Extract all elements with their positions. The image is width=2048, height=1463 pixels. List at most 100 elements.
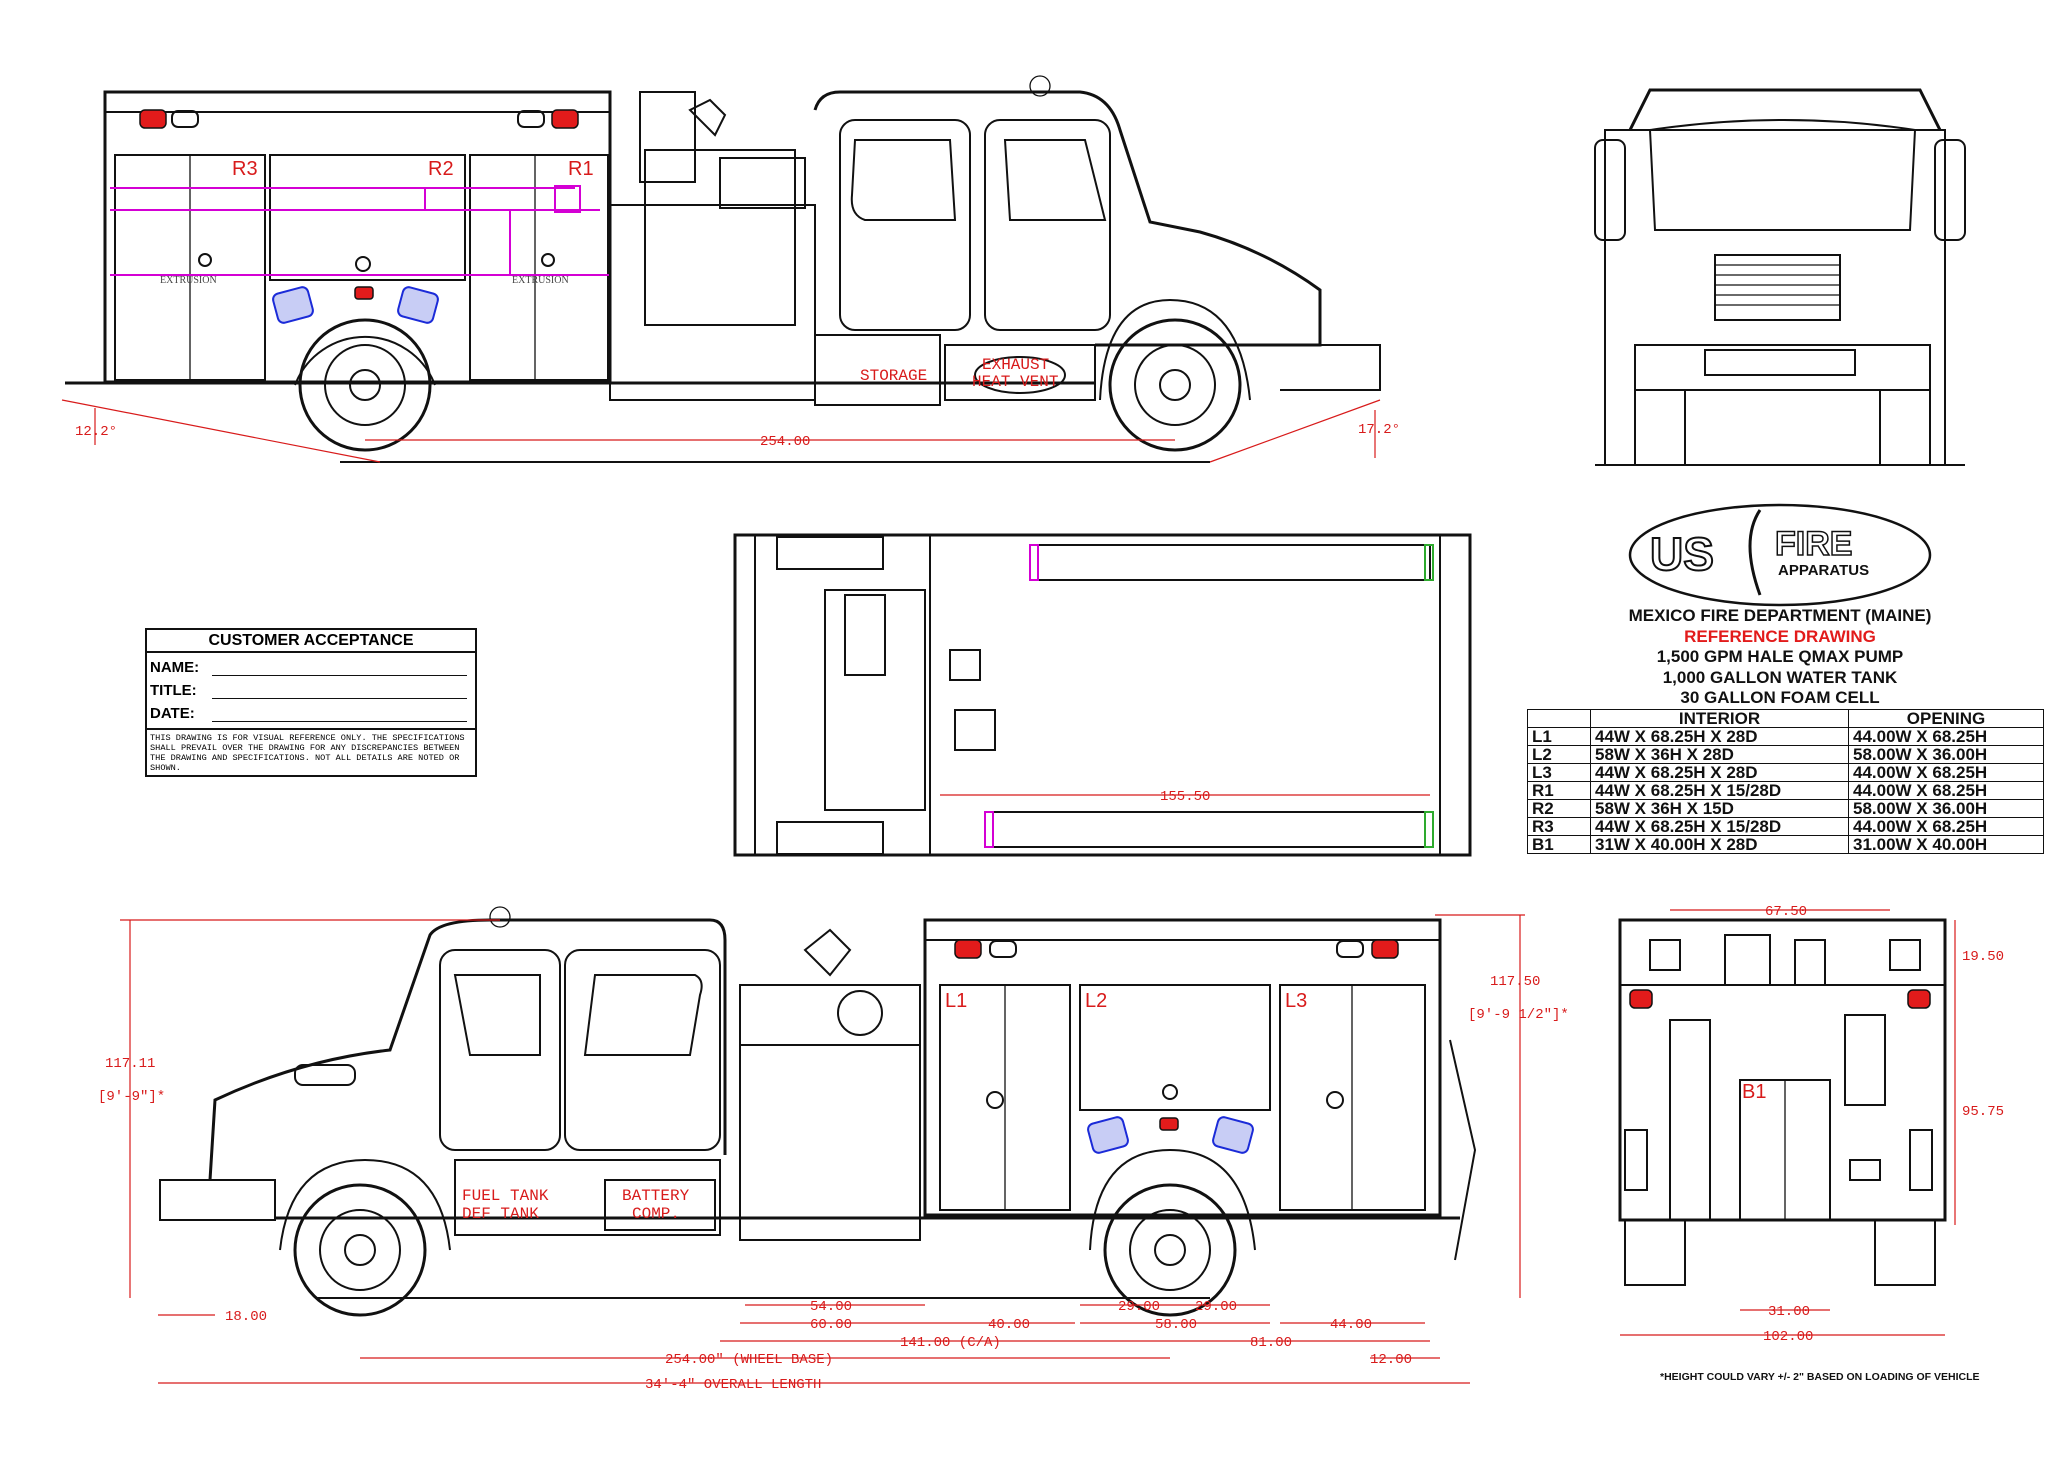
height-left-dim: 117.11 — [105, 1056, 155, 1072]
table-cell: R2 — [1527, 799, 1591, 818]
table-header: INTERIOR — [1590, 709, 1849, 728]
tank-spec: 1,000 GALLON WATER TANK — [1662, 667, 1898, 687]
table-cell: L2 — [1527, 745, 1591, 764]
dim-29a: 29.00 — [1118, 1299, 1160, 1315]
extrusion-label-2: EXTRUSION — [512, 275, 569, 286]
height-footnote: *HEIGHT COULD VARY +/- 2" BASED ON LOADI… — [1660, 1371, 1980, 1383]
table-cell: 44.00W X 68.25H — [1848, 817, 2044, 836]
exhaust-label: EXHAUST — [982, 356, 1049, 374]
pump-spec: 1,500 GPM HALE QMAX PUMP — [1656, 647, 1904, 666]
departure-angle-dim: 17.2° — [1358, 422, 1400, 438]
left-side-view: L1 L2 L3 FUEL TANK DEF TANK BATTERY COMP… — [98, 906, 1569, 1393]
table-cell: L3 — [1527, 763, 1591, 782]
rear-19-dim: 19.50 — [1962, 949, 2004, 965]
date-line[interactable] — [212, 707, 467, 722]
dim-254-wheelbase: 254.00" (WHEEL BASE) — [665, 1352, 833, 1368]
compartment-label-l3: L3 — [1285, 990, 1307, 1012]
date-row: DATE: — [147, 699, 475, 722]
table-cell: 58.00W X 36.00H — [1848, 799, 2044, 818]
front-overhang-dim: 18.00 — [225, 1309, 267, 1325]
dim-141: 141.00 (C/A) — [900, 1335, 1001, 1351]
title-row: TITLE: — [147, 676, 475, 699]
table-cell: R1 — [1527, 781, 1591, 800]
customer-acceptance-box: CUSTOMER ACCEPTANCE NAME: TITLE: DATE: T… — [145, 628, 477, 777]
table-cell: 44.00W X 68.25H — [1848, 763, 2044, 782]
table-row: R3 44W X 68.25H X 15/28D 44.00W X 68.25H — [1527, 817, 2044, 836]
table-cell: 44.00W X 68.25H — [1848, 727, 2044, 746]
approach-angle-dim: 12.2° — [75, 424, 117, 440]
height-left-ft-dim: [9'-9"]* — [98, 1089, 165, 1105]
front-view — [1594, 88, 1966, 466]
name-row: NAME: — [147, 653, 475, 676]
compartment-table: INTERIOR OPENING L1 44W X 68.25H X 28D 4… — [1527, 709, 2044, 854]
top-wheelbase-dim: 254.00 — [760, 434, 810, 450]
table-header — [1527, 709, 1591, 728]
department-name: MEXICO FIRE DEPARTMENT (MAINE) — [1628, 606, 1932, 625]
dim-58: 58.00 — [1155, 1317, 1197, 1333]
title-line[interactable] — [212, 684, 467, 699]
table-header-row: INTERIOR OPENING — [1527, 709, 2044, 728]
title-label: TITLE: — [150, 682, 197, 699]
table-cell: 58W X 36H X 15D — [1590, 799, 1849, 818]
heat-vent-label-text: HEAT VENT — [972, 373, 1058, 391]
dim-54: 54.00 — [810, 1299, 852, 1315]
table-row: R1 44W X 68.25H X 15/28D 44.00W X 68.25H — [1527, 781, 2044, 800]
height-right-dim: 117.50 — [1490, 974, 1540, 990]
name-label: NAME: — [150, 659, 200, 676]
reference-drawing-label: REFERENCE DRAWING — [1684, 626, 1876, 646]
logo-us: US — [1650, 528, 1714, 580]
rear-95-dim: 95.75 — [1962, 1104, 2004, 1120]
rear-102-dim: 102.00 — [1763, 1329, 1813, 1345]
logo-apparatus: APPARATUS — [1778, 562, 1869, 579]
table-cell: R3 — [1527, 817, 1591, 836]
top-view: 155.50 — [733, 533, 1472, 857]
storage-label: STORAGE — [860, 367, 927, 385]
table-cell: B1 — [1527, 835, 1591, 854]
compartment-label-r1: R1 — [568, 158, 594, 180]
disclaimer-note: THIS DRAWING IS FOR VISUAL REFERENCE ONL… — [147, 728, 475, 773]
table-cell: 58W X 36H X 28D — [1590, 745, 1849, 764]
table-cell: 44W X 68.25H X 15/28D — [1590, 817, 1849, 836]
table-cell: 44W X 68.25H X 28D — [1590, 727, 1849, 746]
spec-block: MEXICO FIRE DEPARTMENT (MAINE) REFERENCE… — [1525, 606, 2035, 709]
top-view-length-dim: 155.50 — [1160, 789, 1210, 805]
table-cell: 31W X 40.00H X 28D — [1590, 835, 1849, 854]
table-cell: L1 — [1527, 727, 1591, 746]
extrusion-label-1: EXTRUSION — [160, 275, 217, 286]
compartment-label-b1: B1 — [1742, 1081, 1766, 1103]
dim-81: 81.00 — [1250, 1335, 1292, 1351]
height-right-ft-dim: [9'-9 1/2"]* — [1468, 1007, 1569, 1023]
table-row: R2 58W X 36H X 15D 58.00W X 36.00H — [1527, 799, 2044, 818]
table-cell: 44.00W X 68.25H — [1848, 781, 2044, 800]
table-cell: 44W X 68.25H X 15/28D — [1590, 781, 1849, 800]
def-tank-label: DEF TANK — [462, 1205, 539, 1223]
customer-acceptance-title: CUSTOMER ACCEPTANCE — [147, 630, 475, 653]
overall-length-dim: 34'-4" OVERALL LENGTH — [645, 1377, 821, 1393]
compartment-label-r3: R3 — [232, 158, 258, 180]
rear-31-dim: 31.00 — [1768, 1304, 1810, 1320]
right-side-view: R3 R2 R1 STORAGE EXHAUST HEAT VENT EXTRU… — [61, 75, 1400, 463]
table-row: L2 58W X 36H X 28D 58.00W X 36.00H — [1527, 745, 2044, 764]
battery-comp-label: COMP. — [632, 1205, 680, 1223]
dim-60: 60.00 — [810, 1317, 852, 1333]
fuel-tank-label: FUEL TANK — [462, 1187, 549, 1205]
table-row: L1 44W X 68.25H X 28D 44.00W X 68.25H — [1527, 727, 2044, 746]
table-cell: 58.00W X 36.00H — [1848, 745, 2044, 764]
dim-44: 44.00 — [1330, 1317, 1372, 1333]
table-header: OPENING — [1848, 709, 2044, 728]
table-row: L3 44W X 68.25H X 28D 44.00W X 68.25H — [1527, 763, 2044, 782]
table-row: B1 31W X 40.00H X 28D 31.00W X 40.00H — [1527, 835, 2044, 854]
compartment-label-l2: L2 — [1085, 990, 1107, 1012]
foam-spec: 30 GALLON FOAM CELL — [1680, 688, 1880, 707]
rear-view: B1 67.50 19.50 95.75 31.00 102.00 — [1618, 904, 2004, 1345]
compartment-label-r2: R2 — [428, 158, 454, 180]
brand-logo: US FIRE APPARATUS — [1628, 503, 1932, 607]
table-cell: 44W X 68.25H X 28D — [1590, 763, 1849, 782]
battery-label: BATTERY — [622, 1187, 690, 1205]
rear-width-dim: 67.50 — [1765, 904, 1807, 920]
date-label: DATE: — [150, 705, 195, 722]
table-cell: 31.00W X 40.00H — [1848, 835, 2044, 854]
name-line[interactable] — [212, 661, 467, 676]
logo-fire: FIRE — [1775, 525, 1852, 563]
